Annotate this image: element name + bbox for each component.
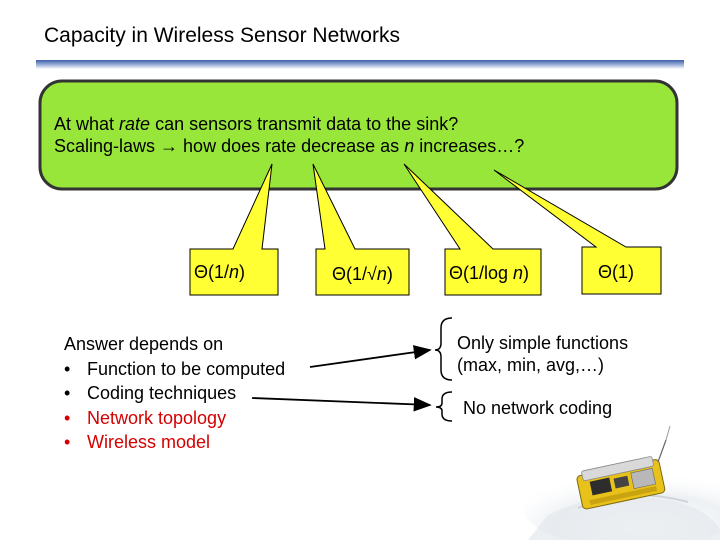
arrow-to-no-network-coding xyxy=(251,397,432,412)
answer-list: Answer depends on •Function to be comput… xyxy=(64,332,285,455)
question-line-1: At what rate can sensors transmit data t… xyxy=(54,114,459,134)
arrow-to-simple-functions xyxy=(309,345,432,368)
note-simple-functions: Only simple functions (max, min, avg,…) xyxy=(457,333,629,375)
list-item: •Coding techniques xyxy=(64,381,285,406)
bullet-icon: • xyxy=(64,432,71,452)
question-text: At what rate can sensors transmit data t… xyxy=(54,113,524,157)
callout-label-4: Θ(1) xyxy=(598,262,634,282)
answer-heading: Answer depends on xyxy=(64,334,224,354)
brace-network-coding xyxy=(435,391,453,422)
question-box xyxy=(38,79,679,191)
callout-label-3: Θ(1/log n) xyxy=(449,263,530,283)
slide-title: Capacity in Wireless Sensor Networks xyxy=(44,24,400,47)
note-no-network-coding: No network coding xyxy=(463,398,613,418)
callout-label-1: Θ(1/n) xyxy=(194,262,246,282)
question-line-2: Scaling-laws → how does rate decrease as… xyxy=(54,136,525,156)
callout-bubble-2 xyxy=(312,163,410,296)
callout-bubble-1 xyxy=(189,163,279,296)
brace-simple-functions xyxy=(434,317,453,381)
right-arrow-icon: → xyxy=(160,136,179,156)
callout-bubble-4 xyxy=(493,169,662,295)
title-rule xyxy=(36,60,684,69)
list-item: •Wireless model xyxy=(64,430,285,455)
sensor-node-image xyxy=(523,425,720,540)
list-item: •Network topology xyxy=(64,406,285,431)
callout-bubble-3 xyxy=(403,163,542,296)
list-item: •Function to be computed xyxy=(64,357,285,382)
bullet-icon: • xyxy=(64,383,71,403)
bullet-icon: • xyxy=(64,358,71,379)
callout-label-2: Θ(1/√n) xyxy=(332,264,393,284)
bullet-icon: • xyxy=(64,407,71,428)
